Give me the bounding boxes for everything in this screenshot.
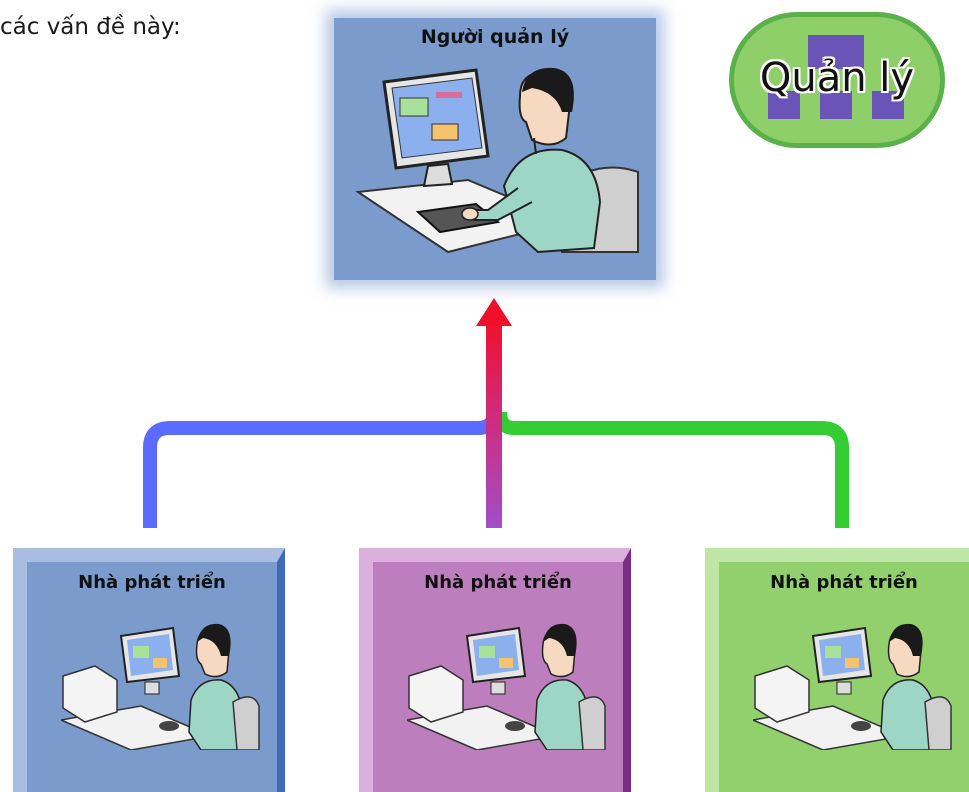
manager-card: Người quản lý (334, 18, 656, 280)
intro-text: các vấn đề này: (0, 14, 181, 40)
developer-card-blue: Nhà phát triển (13, 548, 285, 792)
developer-at-computer-illustration (407, 623, 606, 750)
developer-title: Nhà phát triển (78, 572, 226, 593)
connector-center (486, 318, 502, 528)
org-chart-icon (768, 35, 904, 119)
connector-green (493, 411, 849, 528)
manager-title: Người quản lý (420, 26, 570, 48)
developer-card-purple: Nhà phát triển (359, 548, 631, 792)
manager-at-computer-illustration (355, 67, 639, 254)
developer-card-green: Nhà phát triển (705, 548, 969, 792)
developer-title: Nhà phát triển (770, 572, 918, 593)
arrow-head (476, 298, 512, 326)
management-badge: Quản lý (729, 12, 945, 148)
developer-at-computer-illustration (753, 623, 952, 750)
badge-label: Quản lý (759, 55, 915, 101)
connector-blue (143, 411, 501, 528)
developer-title: Nhà phát triển (424, 572, 572, 593)
developer-at-computer-illustration (61, 623, 260, 750)
